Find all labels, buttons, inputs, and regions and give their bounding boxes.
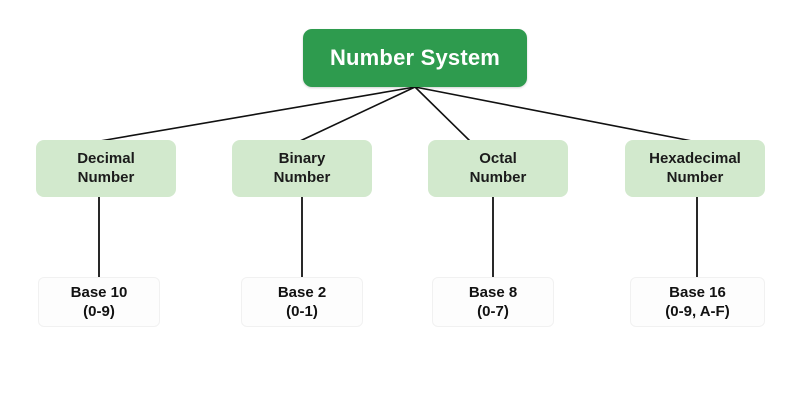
node-hexadecimal-number-label-line1: Hexadecimal <box>649 149 741 167</box>
node-base-16-label-line1: Base 16 <box>669 283 726 301</box>
edge-root-to-hexadecimal <box>414 86 693 142</box>
node-base-10[interactable]: Base 10 (0-9) <box>38 277 160 327</box>
node-base-10-label-line1: Base 10 <box>70 283 128 301</box>
node-hexadecimal-number-label-line2: Number <box>666 168 724 186</box>
node-number-system-label: Number System <box>329 44 501 70</box>
node-hexadecimal-number[interactable]: Hexadecimal Number <box>625 140 765 197</box>
node-octal-number-label-line2: Number <box>469 168 527 186</box>
node-decimal-number-label-line2: Number <box>77 168 135 186</box>
edge-root-to-binary <box>299 86 416 142</box>
node-number-system[interactable]: Number System <box>303 29 527 87</box>
edge-root-to-decimal <box>99 86 416 142</box>
node-decimal-number-label-line1: Decimal <box>77 149 135 167</box>
node-base-8-label-line1: Base 8 <box>468 283 518 301</box>
edge-root-to-octal <box>414 86 471 142</box>
node-base-2-label-line1: Base 2 <box>277 283 327 301</box>
node-octal-number[interactable]: Octal Number <box>428 140 568 197</box>
node-binary-number-label-line2: Number <box>273 168 331 186</box>
node-base-16[interactable]: Base 16 (0-9, A-F) <box>630 277 765 327</box>
node-base-2-label-line2: (0-1) <box>286 303 318 320</box>
node-base-8[interactable]: Base 8 (0-7) <box>432 277 554 327</box>
node-base-10-label-line2: (0-9) <box>83 303 115 320</box>
node-decimal-number[interactable]: Decimal Number <box>36 140 176 197</box>
node-binary-number[interactable]: Binary Number <box>232 140 372 197</box>
node-base-2[interactable]: Base 2 (0-1) <box>241 277 363 327</box>
node-base-16-label-line2: (0-9, A-F) <box>665 303 730 320</box>
node-octal-number-label-line1: Octal <box>479 149 517 167</box>
node-base-8-label-line2: (0-7) <box>477 303 509 320</box>
node-binary-number-label-line1: Binary <box>278 149 326 167</box>
